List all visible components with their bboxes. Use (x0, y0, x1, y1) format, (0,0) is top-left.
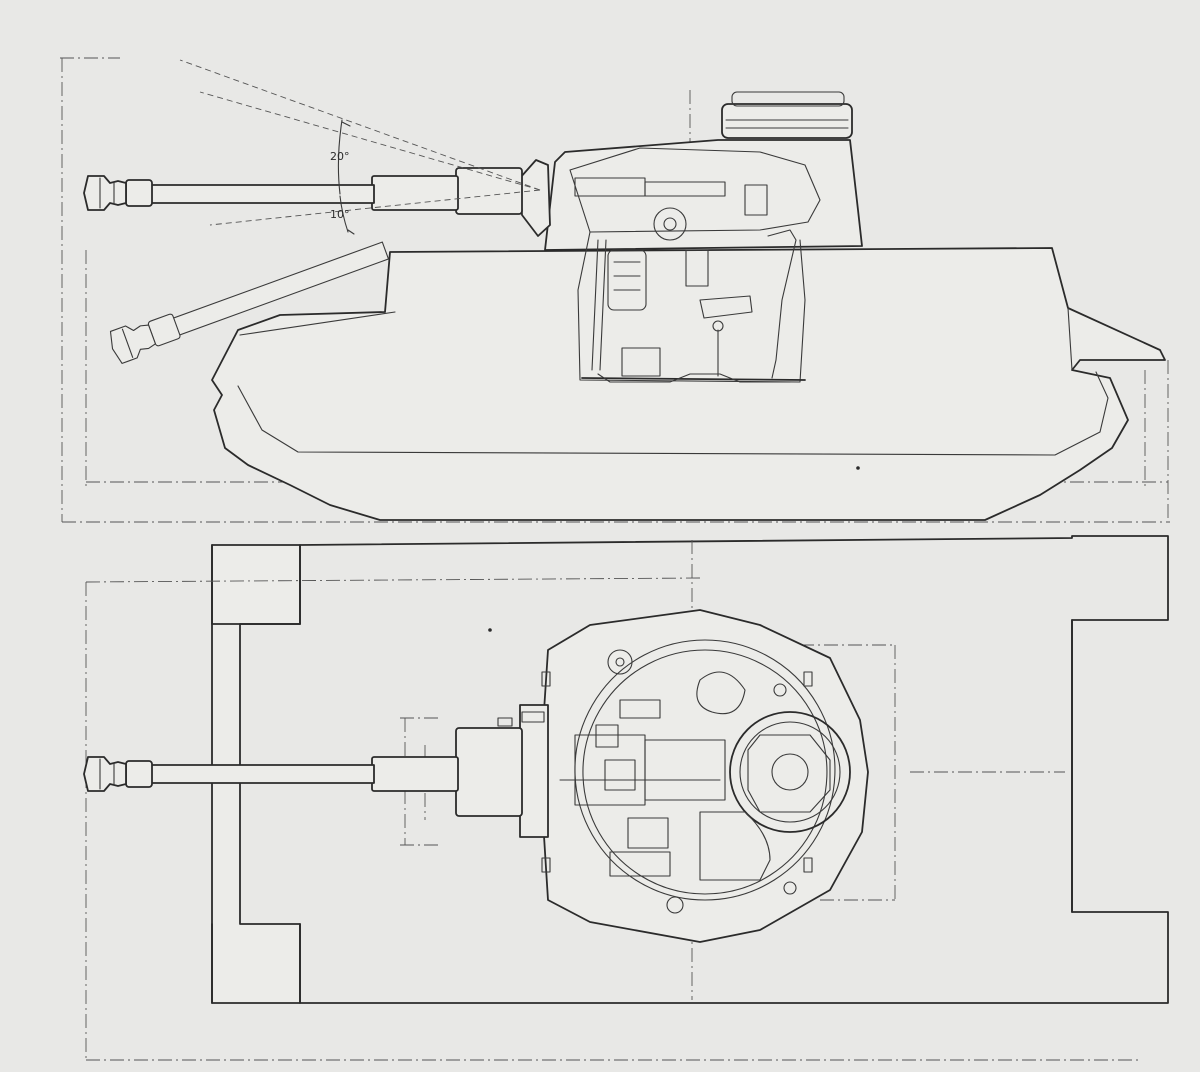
main-gun-elevated (109, 241, 390, 364)
hull-side (211, 247, 1166, 521)
turret-basket-internals (574, 177, 806, 383)
turret-plan (539, 609, 869, 943)
top-view (83, 466, 1169, 1061)
elevation-arcs (179, 59, 541, 235)
main-gun-plan (83, 756, 459, 792)
turret-side (544, 139, 863, 251)
commander-cupola (721, 91, 853, 139)
turret-ring (574, 639, 836, 901)
track-run-line (237, 371, 1109, 456)
turret-inner-outline (569, 147, 821, 233)
commander-cupola-plan (729, 711, 851, 833)
gun-mantlet (519, 159, 551, 237)
elevation-angle-label: 20° (330, 150, 350, 163)
turret-fasteners (488, 466, 860, 873)
gun-mantlet-plan (455, 704, 549, 838)
turret-interior-plan (559, 649, 797, 914)
front-track-block-top (211, 544, 301, 1004)
hull-upper-line (239, 307, 1073, 371)
main-gun-level (83, 167, 523, 215)
side-view: 20° 10° (60, 57, 1170, 523)
depression-angle-label: 10° (330, 208, 350, 221)
